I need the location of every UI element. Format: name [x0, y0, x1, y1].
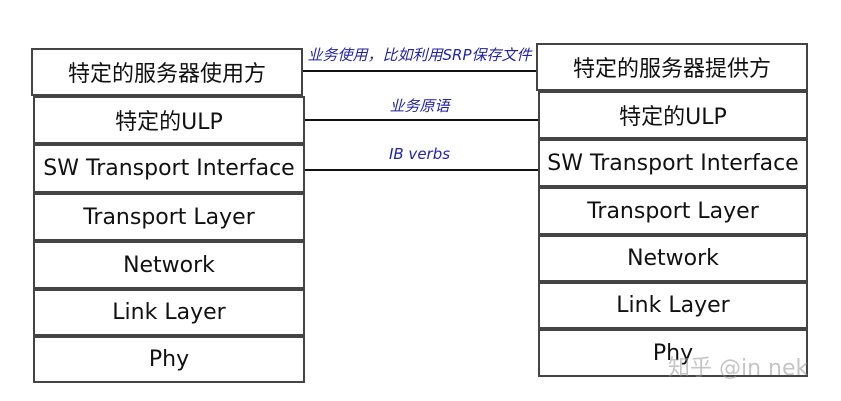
left-layer-ulp: 特定的ULP: [33, 96, 305, 144]
link-label-ib-verbs: IB verbs: [388, 145, 451, 163]
right-layer-ulp: 特定的ULP: [538, 91, 808, 139]
left-layer-sw-transport-interface: SW Transport Interface: [33, 144, 305, 193]
link-line-ib-verbs: [305, 169, 538, 171]
left-layer-network: Network: [33, 241, 305, 289]
left-layer-phy: Phy: [33, 336, 305, 383]
link-label-primitives: 业务原语: [389, 97, 450, 115]
left-layer-server-user: 特定的服务器使用方: [31, 48, 303, 96]
right-layer-phy: Phy: [538, 329, 808, 377]
left-layer-transport: Transport Layer: [33, 193, 305, 241]
link-line-primitives: [305, 119, 538, 121]
link-label-service: 业务使用，比如利用SRP保存文件: [307, 46, 532, 64]
watermark: 知乎 @in nek: [668, 356, 809, 381]
right-layer-network: Network: [538, 235, 808, 282]
right-layer-link: Link Layer: [538, 282, 808, 329]
left-layer-link: Link Layer: [33, 289, 305, 336]
right-layer-transport: Transport Layer: [538, 187, 808, 235]
right-layer-server-provider: 特定的服务器提供方: [536, 43, 808, 91]
link-line-service: [303, 70, 536, 72]
right-layer-sw-transport-interface: SW Transport Interface: [538, 139, 808, 187]
